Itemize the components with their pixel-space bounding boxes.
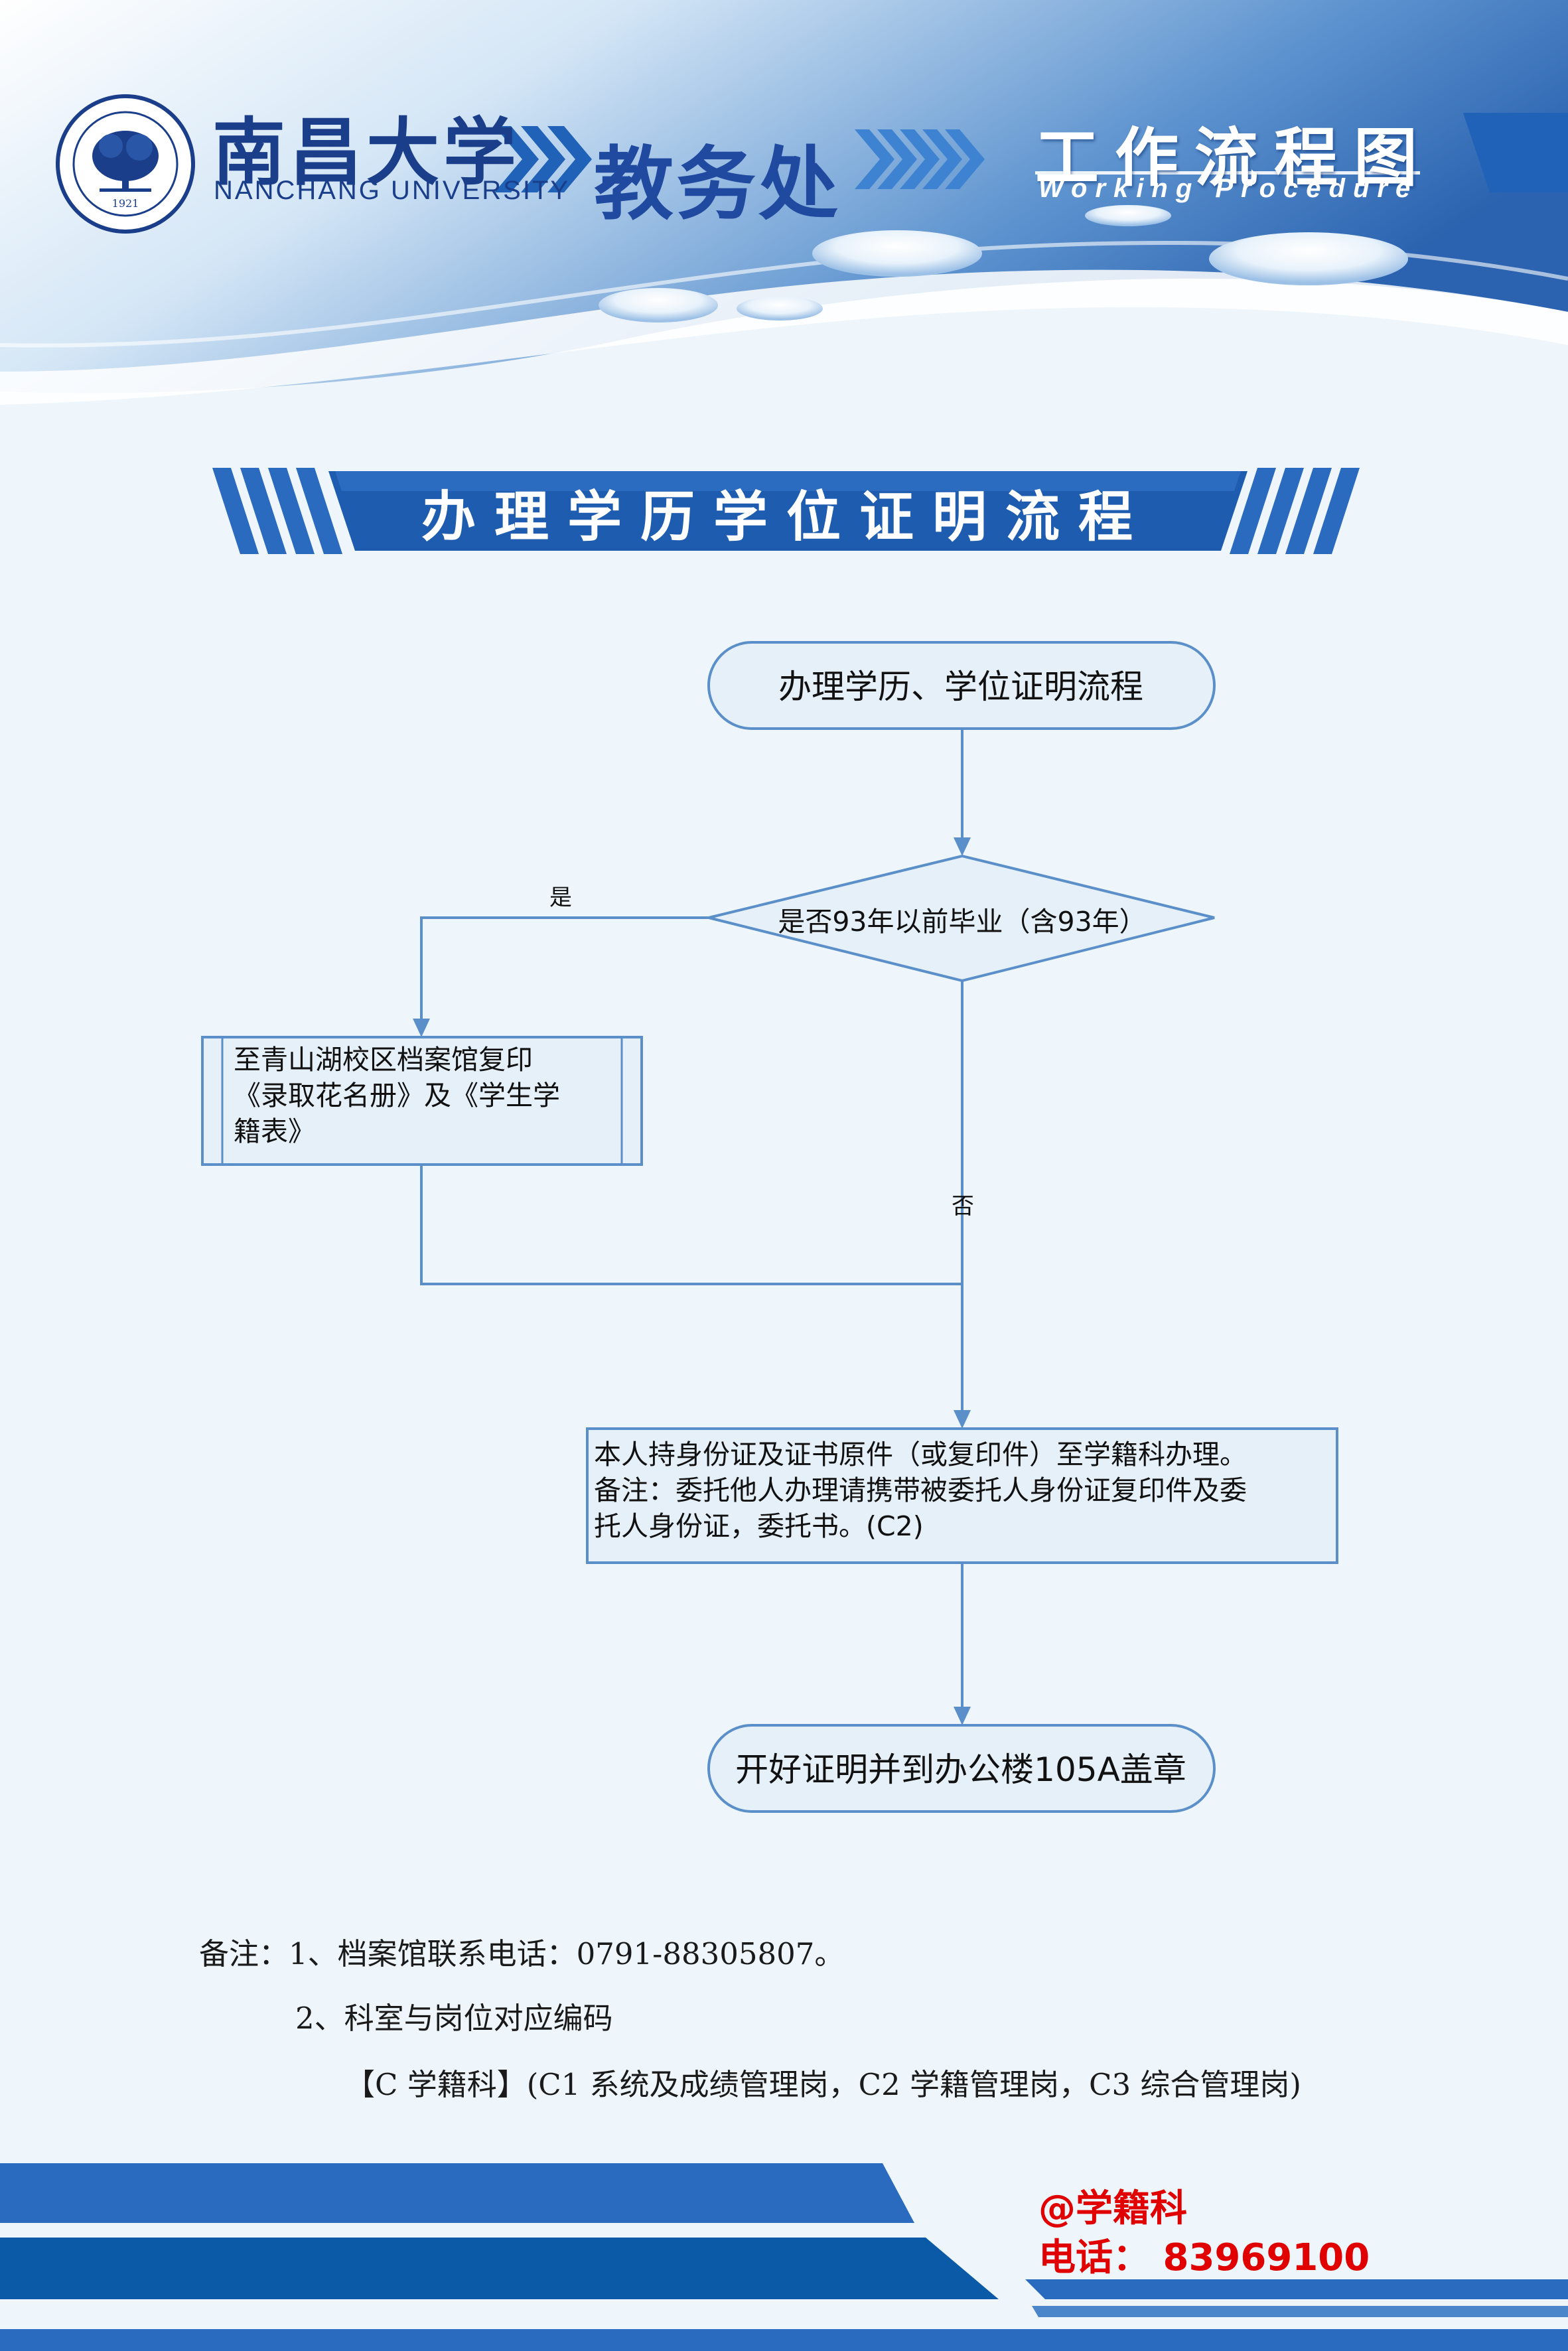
- handle-line: 本人持身份证及证书原件（或复印件）至学籍科办理。: [594, 1439, 1247, 1470]
- edge-decision-yes: [420, 916, 709, 1022]
- title-banner: [212, 468, 1360, 554]
- start-node-label: 办理学历、学位证明流程: [778, 668, 1143, 706]
- contact-office-name: @学籍科: [1038, 2187, 1187, 2230]
- handle-node-label: 本人持身份证及证书原件（或复印件）至学籍科办理。 备注：委托他人办理请携带被委托…: [594, 1437, 1330, 1544]
- arrowhead: [954, 1410, 971, 1429]
- university-name-en: NANCHANG UNIVERSITY: [214, 176, 571, 205]
- archive-line: 至青山湖校区档案馆复印: [234, 1044, 533, 1076]
- handle-line: 备注：委托他人办理请携带被委托人身份证复印件及委: [594, 1474, 1247, 1506]
- archive-line: 《录取花名册》及《学生学: [234, 1080, 560, 1111]
- edge-label-no: 否: [952, 1193, 974, 1220]
- footer-background: [0, 2163, 1568, 2351]
- contact-phone: 电话： 83969100: [1038, 2236, 1370, 2279]
- arrowhead: [954, 837, 971, 856]
- handle-process-node: [586, 1427, 1338, 1564]
- archive-process-node: [201, 1036, 643, 1166]
- edge-archive-merge: [420, 1165, 962, 1285]
- arrowhead: [954, 1707, 971, 1725]
- university-name-cn: 南昌大学: [212, 109, 520, 195]
- note-line-2: 2、科室与岗位对应编码: [295, 2001, 613, 2036]
- note-line-3: 【C 学籍科】(C1 系统及成绩管理岗，C2 学籍管理岗，C3 综合管理岗): [345, 2067, 1301, 2102]
- archive-node-label: 至青山湖校区档案馆复印 《录取花名册》及《学生学 籍表》: [234, 1042, 632, 1149]
- workflow-subtitle: Working Procedure: [1038, 174, 1419, 203]
- end-node-label: 开好证明并到办公楼105A盖章: [735, 1750, 1186, 1789]
- arrowhead: [413, 1019, 430, 1037]
- archive-line: 籍表》: [234, 1115, 315, 1147]
- end-node: [707, 1724, 1216, 1813]
- note-line-1: 备注：1、档案馆联系电话：0791-88305807。: [199, 1936, 845, 1971]
- seal-year: 1921: [112, 197, 139, 210]
- banner-title: 办理学历学位证明流程: [421, 486, 1151, 549]
- decision-node: [708, 854, 1215, 983]
- start-node: [707, 641, 1216, 730]
- university-seal-logo: 1921: [56, 94, 195, 234]
- decision-node-label: 是否93年以前毕业（含93年）: [778, 906, 1147, 938]
- workflow-title: 工作流程图: [1035, 121, 1433, 195]
- handle-line: 托人身份证，委托书。(C2): [594, 1510, 924, 1542]
- edge-label-yes: 是: [549, 885, 572, 911]
- header-background: [0, 0, 1568, 425]
- department-name: 教务处: [594, 139, 841, 231]
